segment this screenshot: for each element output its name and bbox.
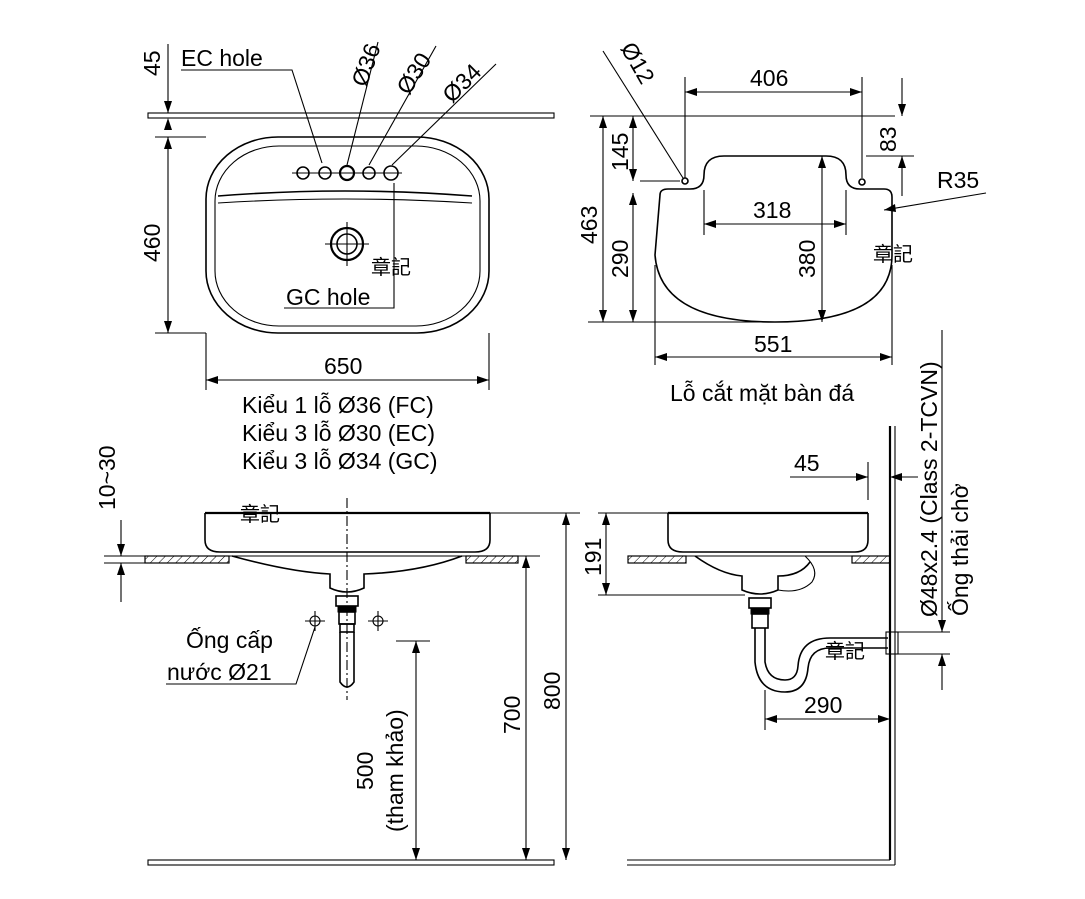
dim-191: 191 [580,538,606,576]
dim-45-side: 45 [794,450,820,476]
plan-view: EC hole Ø36 Ø30 Ø34 GC hole 章記 45 460 65… [139,40,555,474]
ec-hole-leader [181,69,323,164]
side-countertop-left [627,555,687,564]
dia-36-label: Ø36 [346,40,385,90]
variant-line-1: Kiểu 1 lỗ Ø36 (FC) [242,392,434,418]
dim-145: 145 [607,133,633,171]
cutout-caption: Lỗ cắt mặt bàn đá [670,380,854,406]
dim-380: 380 [794,240,820,278]
countertop-right [465,555,519,564]
dim-460: 460 [139,224,165,262]
dia-12-label: Ø12 [616,38,660,89]
stamp-mark-3: 章記 [240,503,280,526]
basin-inner-outline [214,145,481,327]
stamp-mark-4: 章記 [825,640,865,663]
dia-30-label: Ø30 [391,48,436,99]
cutout-outline [654,155,893,323]
dim-290-side: 290 [804,692,842,718]
dim-800: 800 [539,672,565,710]
front-elevation: Ống cấp nước Ø21 章記 10~30 500 (tham khảo… [94,445,580,866]
cutout-view: 406 Ø12 83 R35 章記 145 463 290 [576,38,987,406]
r35-label: R35 [937,167,979,193]
side-countertop-right [851,555,891,564]
water-supply-label-2: nước Ø21 [167,659,272,685]
p-trap [754,628,888,693]
dia-34-label: Ø34 [437,58,486,107]
dim-650: 650 [324,353,362,379]
floor-line [147,859,555,866]
stamp-mark-2: 章記 [873,243,913,266]
gc-hole-leader [284,183,395,309]
dim-290-cut: 290 [607,240,633,278]
gc-hole-label: GC hole [286,284,370,310]
dim-318: 318 [753,197,791,223]
drain-pipe-name: Ống thải chờ [946,483,973,616]
dim-406: 406 [750,65,788,91]
drain-pipe-spec: Ø48x2.4 (Class 2-TCVN) [916,361,942,617]
ref-height-500: 500 [352,752,378,790]
dim-551: 551 [754,331,792,357]
tap-holes [292,164,402,182]
ref-height-note: (tham khảo) [382,709,408,832]
countertop-left [144,555,230,564]
dim-10-30: 10~30 [94,445,120,510]
ec-hole-label: EC hole [181,45,263,71]
side-elevation: 章記 45 191 290 Ø48x2.4 (Class 2-TCVN) Ống… [580,330,973,866]
variant-line-3: Kiểu 3 lỗ Ø34 (GC) [242,448,438,474]
dim-700: 700 [499,696,525,734]
deck-edge [217,190,473,197]
deck-edge-inner [217,198,473,204]
water-supply-label-1: Ống cấp [186,626,273,653]
dim-83: 83 [875,126,901,152]
bolt-hole-left [681,177,689,185]
stamp-mark: 章記 [371,256,411,279]
bolt-hole-right [858,178,866,186]
basin-outline [205,136,490,334]
side-basin-body [667,513,869,553]
dim-45-top: 45 [139,50,165,76]
variant-line-2: Kiểu 3 lỗ Ø30 (EC) [242,420,435,446]
countertop-line [147,112,555,119]
dim-463: 463 [576,206,602,244]
